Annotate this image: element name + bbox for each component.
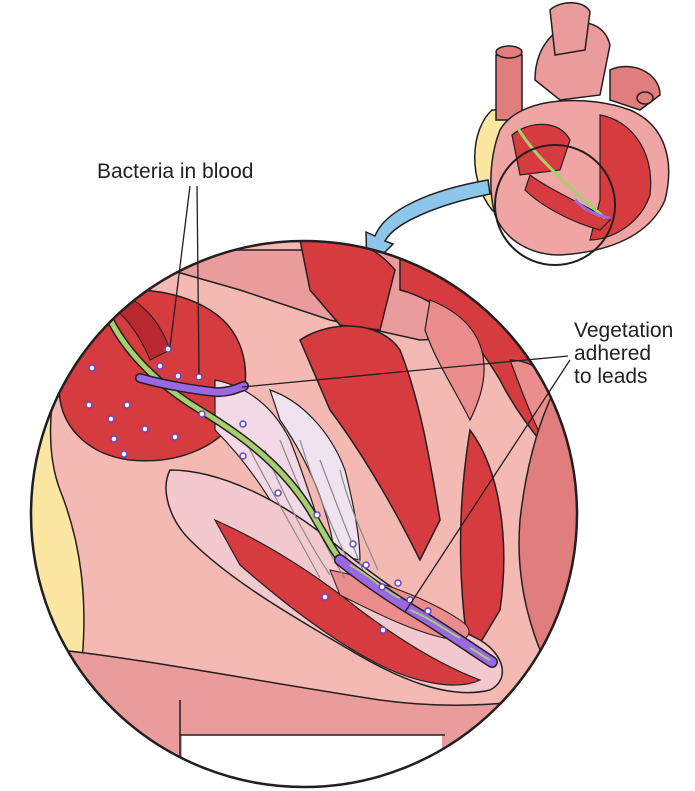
magnified-heart-section (0, 230, 600, 791)
vegetation-label-line-3: to leads (574, 365, 673, 388)
vegetation-label-line-2: adhered (574, 342, 673, 365)
heart-inset-icon (475, 3, 669, 265)
vegetation-label: Vegetation adhered to leads (574, 319, 673, 388)
vegetation-label-line-1: Vegetation (574, 319, 673, 342)
bacteria-in-blood-label: Bacteria in blood (97, 160, 253, 183)
